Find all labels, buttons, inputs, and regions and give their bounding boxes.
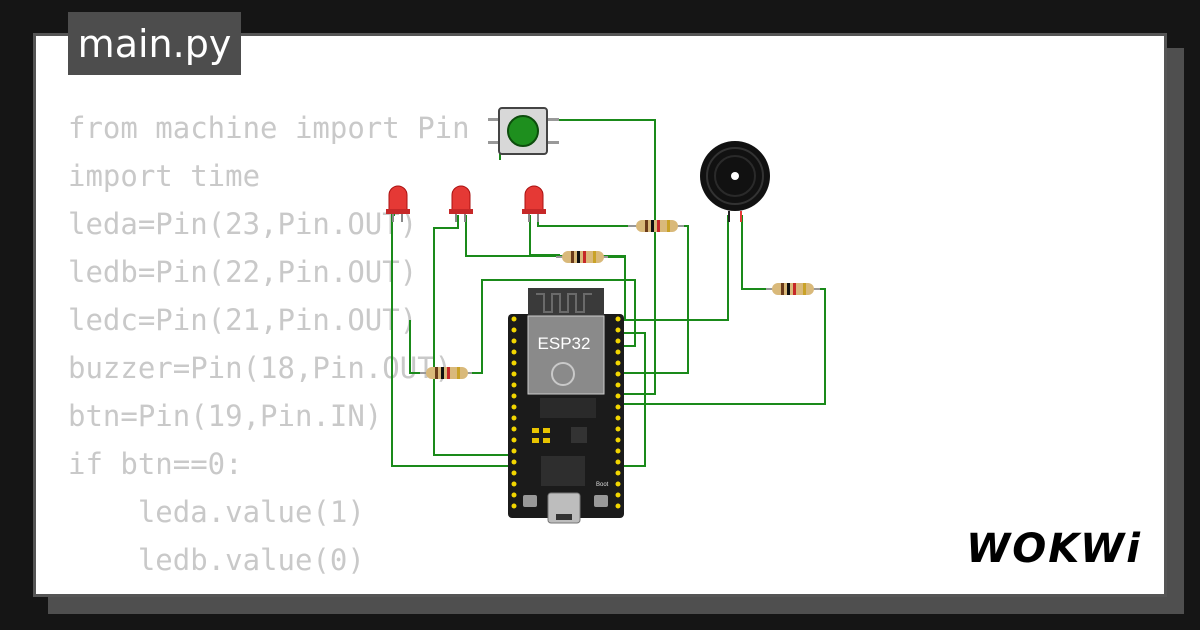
led-icon: [449, 185, 473, 222]
preview-card: from machine import Pin import time leda=P…: [33, 33, 1167, 597]
boot-button-label: Boot: [596, 482, 609, 488]
code-line: if btn==0:: [68, 447, 243, 481]
code-line: ledb.value(0): [68, 543, 365, 577]
code-line: btn=Pin(19,Pin.IN): [68, 399, 383, 433]
led-icon: [386, 185, 410, 222]
code-line: from machine import Pin: [68, 111, 470, 145]
code-line: import time: [68, 159, 261, 193]
file-tab[interactable]: main.py: [68, 12, 241, 75]
circuit-diagram: ESP32 Boot: [386, 107, 826, 524]
resistor-icon: [766, 283, 820, 295]
esp32-pin-header-right: [615, 316, 621, 509]
wokwi-logo: WOKWi: [966, 526, 1142, 572]
resistor-icon: [420, 367, 472, 379]
push-button-icon[interactable]: [488, 107, 559, 155]
code-line: ledc.value(0): [68, 584, 470, 594]
code-line: leda=Pin(23,Pin.OUT): [68, 207, 418, 241]
resistor-icon: [556, 251, 608, 263]
esp32-board-icon: ESP32 Boot: [508, 288, 624, 524]
esp32-pin-header-left: [511, 316, 517, 509]
code-line: ledb=Pin(22,Pin.OUT): [68, 255, 418, 289]
code-line: leda.value(1): [68, 495, 365, 529]
code-line: ledc=Pin(21,Pin.OUT): [68, 303, 418, 337]
esp32-board-label: ESP32: [538, 334, 591, 353]
code-line: buzzer=Pin(18,Pin.OUT): [68, 351, 453, 385]
resistor-icon: [628, 220, 684, 232]
led-icon: [522, 185, 546, 222]
buzzer-icon: [700, 141, 770, 222]
code-listing: from machine import Pin import time leda=P…: [68, 104, 470, 594]
